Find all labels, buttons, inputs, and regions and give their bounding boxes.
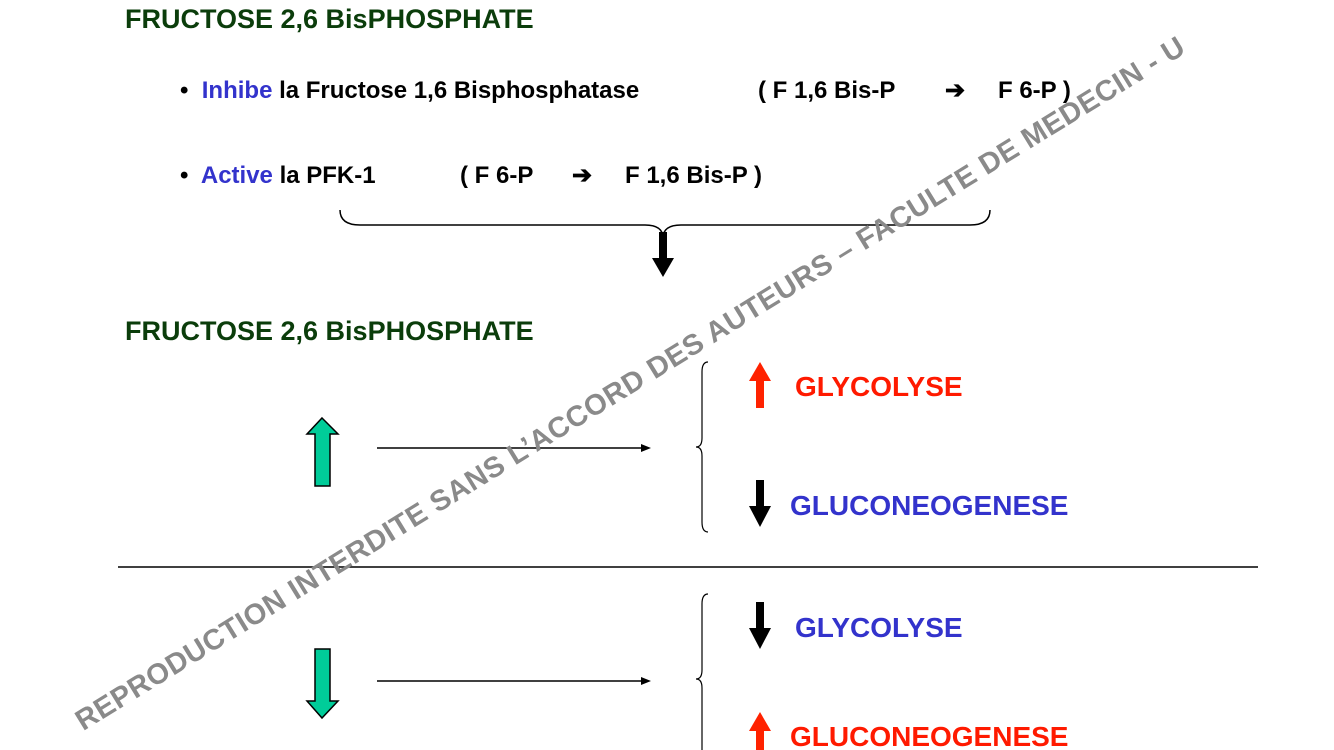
decrease-glycolyse: GLYCOLYSE <box>795 612 963 643</box>
black-down-arrow-icon <box>749 602 771 649</box>
bullet-verb: Active <box>200 162 273 189</box>
bullet-dot: • <box>180 77 189 104</box>
bullet-inhibe: • Inhibe la Fructose 1,6 Bisphosphatase <box>180 79 639 103</box>
teal-up-arrow-icon <box>305 416 340 487</box>
reaction-to: F 6-P ) <box>998 77 1071 104</box>
title-top: FRUCTOSE 2,6 BisPHOSPHATE <box>125 4 534 34</box>
bullet-text: la PFK-1 <box>272 162 376 189</box>
brace-icon <box>695 361 709 533</box>
reaction-from: ( F 6-P <box>460 162 534 189</box>
increase-glycolyse: GLYCOLYSE <box>795 371 963 402</box>
reaction-arrow-icon: ➔ <box>572 162 593 189</box>
teal-down-arrow-icon <box>305 648 340 720</box>
brace-icon <box>695 593 709 750</box>
bullet-dot: • <box>180 162 189 189</box>
reaction-arrow-icon: ➔ <box>945 77 966 104</box>
red-up-arrow-icon <box>749 712 771 750</box>
bullet-verb: Inhibe <box>201 77 273 104</box>
bullet-text: la Fructose 1,6 Bisphosphatase <box>272 77 640 104</box>
black-down-arrow-icon <box>749 480 771 527</box>
decrease-gluconeogenese: GLUCONEOGENESE <box>790 721 1069 750</box>
reaction-from: ( F 1,6 Bis-P <box>758 77 896 104</box>
red-up-arrow-icon <box>749 362 771 408</box>
title-bottom: FRUCTOSE 2,6 BisPHOSPHATE <box>125 316 534 346</box>
increase-gluconeogenese: GLUCONEOGENESE <box>790 490 1069 521</box>
arrow-right-icon <box>377 444 651 452</box>
bullet-active: • Active la PFK-1 <box>180 164 376 188</box>
arrow-right-icon <box>377 677 651 685</box>
down-arrow-icon <box>652 232 674 277</box>
reaction-to: F 1,6 Bis-P ) <box>625 162 762 189</box>
